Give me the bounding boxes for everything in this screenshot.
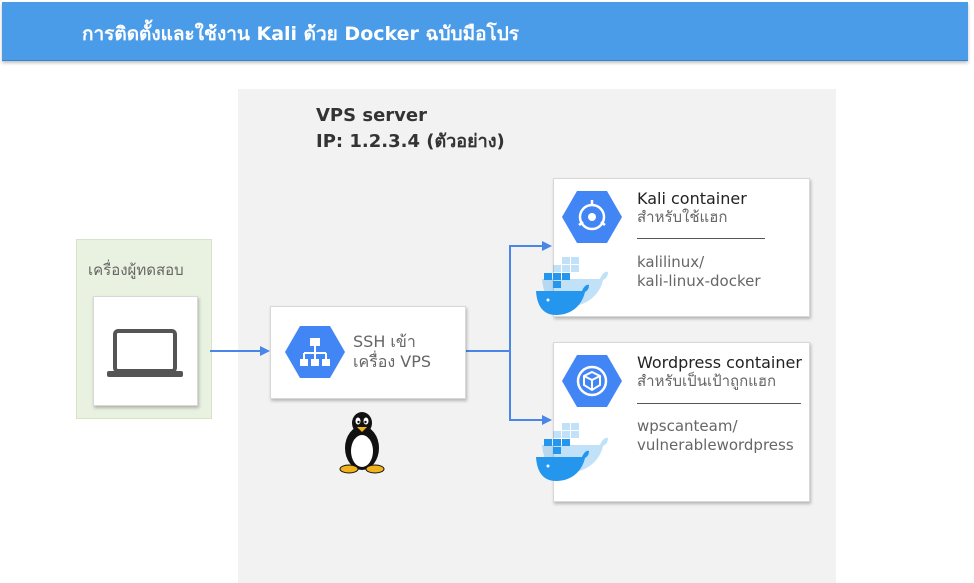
docker-whale-icon (536, 423, 608, 481)
wordpress-image-line2: vulnerablewordpress (637, 436, 794, 454)
wordpress-subtitle: สำหรับเป็นเป้าถูกแฮก (637, 372, 777, 390)
banner-title: การติดตั้งและใช้งาน Kali ด้วย Docker ฉบั… (82, 23, 519, 45)
title-banner: การติดตั้งและใช้งาน Kali ด้วย Docker ฉบั… (2, 2, 968, 61)
vps-server-heading: VPS server IP: 1.2.3.4 (ตัวอย่าง) (316, 103, 505, 155)
kali-title: Kali container (637, 189, 747, 208)
docker-whale-icon (536, 257, 608, 315)
laptop-icon (107, 329, 183, 377)
kali-heading: Kali container สำหรับใช้แฮก (637, 189, 747, 227)
arrow-ssh-to-kali (464, 241, 552, 352)
kali-image-line2: kali-linux-docker (637, 272, 761, 290)
cube-icon (576, 365, 608, 397)
wordpress-heading: Wordpress container สำหรับเป็นเป้าถูกแฮก (637, 353, 802, 391)
target-icon (578, 200, 606, 231)
kali-container-card: Kali container สำหรับใช้แฮก kalilinux/ k… (536, 178, 810, 317)
kali-subtitle: สำหรับใช้แฮก (637, 208, 728, 226)
wordpress-title: Wordpress container (637, 353, 802, 372)
vps-server-ip: IP: 1.2.3.4 (ตัวอย่าง) (316, 131, 505, 152)
tester-machine-label: เครื่องผู้ทดสอบ (88, 261, 184, 279)
tux-penguin-icon (339, 412, 385, 474)
arrow-ssh-to-wordpress (509, 351, 552, 425)
ssh-card: SSH เข้า เครื่อง VPS (270, 306, 466, 399)
ssh-label-line1: SSH เข้า (353, 332, 416, 351)
ssh-label-line2: เครื่อง VPS (353, 352, 432, 371)
kali-image: kalilinux/ kali-linux-docker (637, 253, 761, 291)
wordpress-image-line1: wpscanteam/ (637, 417, 738, 435)
wordpress-divider (637, 403, 801, 404)
network-icon (300, 338, 330, 366)
wordpress-container-card: Wordpress container สำหรับเป็นเป้าถูกแฮก… (536, 342, 810, 502)
laptop-card (93, 296, 198, 406)
ssh-label: SSH เข้า เครื่อง VPS (353, 332, 431, 372)
kali-image-line1: kalilinux/ (637, 253, 705, 271)
wordpress-image: wpscanteam/ vulnerablewordpress (637, 417, 794, 455)
vps-server-title: VPS server (316, 105, 427, 126)
kali-divider (637, 238, 765, 239)
